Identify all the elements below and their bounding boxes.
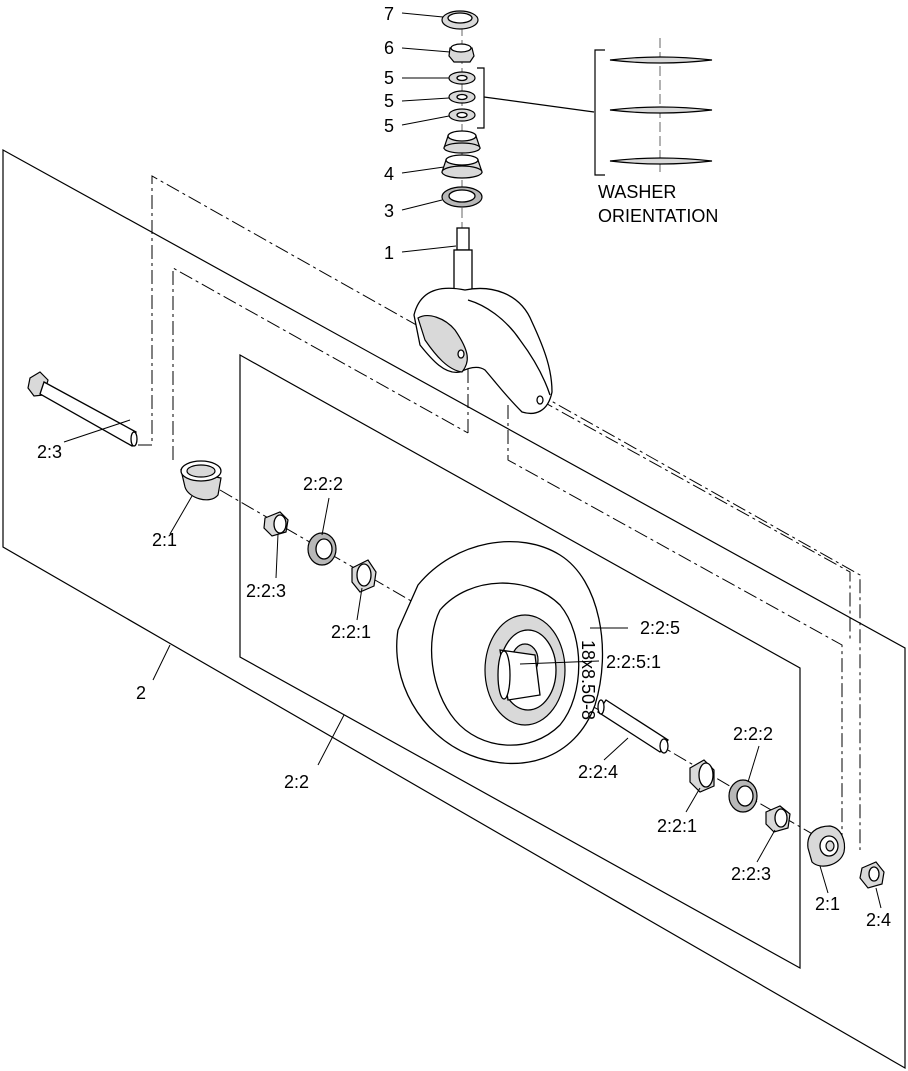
label-2-2-1-right: 2:2:1 <box>657 816 697 836</box>
label-2-4: 2:4 <box>866 910 891 930</box>
bolt-2-3 <box>27 371 138 447</box>
label-2-2: 2:2 <box>284 772 309 792</box>
fork-right-line <box>539 399 851 640</box>
nut-6 <box>448 43 475 63</box>
label-2-2-3-left: 2:2:3 <box>246 581 286 601</box>
seal-2-2-2-left <box>307 532 337 566</box>
label-2-3: 2:3 <box>37 442 62 462</box>
label-2-2-2-left: 2:2:2 <box>303 474 343 494</box>
dust-cap-7 <box>441 10 479 30</box>
spacer-2-1-left <box>180 460 222 501</box>
label-4: 4 <box>384 164 394 184</box>
label-5a: 5 <box>384 68 394 88</box>
label-2-2-5: 2:2:5 <box>640 618 680 638</box>
washer-5c <box>448 108 476 122</box>
label-2-2-5-1: 2:2:5:1 <box>606 652 661 672</box>
label-2-1-right: 2:1 <box>815 894 840 914</box>
fork-lower-line <box>507 405 843 845</box>
label-2-2-4: 2:2:4 <box>578 762 618 782</box>
seal-2-2-2-right <box>728 779 758 813</box>
washer-orientation-detail <box>594 38 713 176</box>
washer-5b <box>448 90 476 104</box>
washer-5a <box>448 71 476 85</box>
bearing-cup-3 <box>441 186 483 208</box>
washer-bracket <box>477 67 485 129</box>
washer-callout-line <box>483 96 595 113</box>
label-6: 6 <box>384 38 394 58</box>
label-5c: 5 <box>384 116 394 136</box>
assembly-frame-2 <box>2 148 906 1070</box>
label-2-2-3-right: 2:2:3 <box>731 864 771 884</box>
label-2: 2 <box>136 683 146 703</box>
assembly-frame-2-2 <box>239 353 801 970</box>
spacer-tube-2-2-4 <box>597 699 669 754</box>
upper-bearing-cone <box>443 130 481 154</box>
bolt-assembly-line <box>138 175 861 850</box>
label-washer-line2: ORIENTATION <box>598 206 718 226</box>
label-washer-line1: WASHER <box>598 182 676 202</box>
wheel-tire-2-2-5: 18x8.50-8 <box>396 540 604 765</box>
bearing-cone-4 <box>441 154 483 179</box>
label-3: 3 <box>384 201 394 221</box>
hub-assembly-line <box>172 267 469 460</box>
label-2-2-2-right: 2:2:2 <box>733 724 773 744</box>
leader-lines <box>63 12 882 909</box>
lock-nut-2-4 <box>859 861 885 889</box>
label-5b: 5 <box>384 91 394 111</box>
svg-text:18x8.50-8: 18x8.50-8 <box>578 640 598 720</box>
bushing-2-2-3-right <box>765 805 791 833</box>
label-1: 1 <box>384 243 394 263</box>
bushing-2-2-3-left <box>263 511 289 537</box>
label-7: 7 <box>384 4 394 24</box>
spacer-2-1-right <box>807 825 846 867</box>
label-2-1-left: 2:1 <box>152 530 177 550</box>
bearing-2-2-1-right <box>689 759 715 793</box>
bearing-2-2-1-left <box>351 559 377 593</box>
label-2-2-1-left: 2:2:1 <box>331 622 371 642</box>
caster-fork-1 <box>413 227 553 415</box>
